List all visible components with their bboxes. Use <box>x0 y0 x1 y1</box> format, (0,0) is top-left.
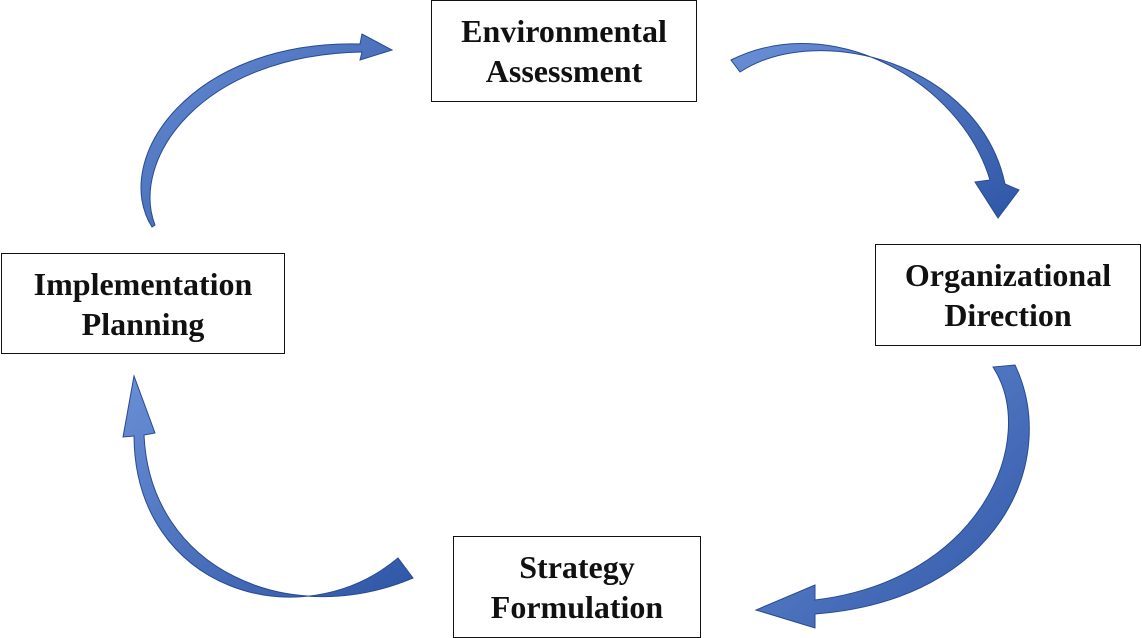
arrow-env-to-org <box>730 43 1020 219</box>
strategy-formulation-box: Strategy Formulation <box>453 536 701 638</box>
implementation-planning-line1: Implementation <box>33 265 253 302</box>
environmental-assessment-line1: Environmental <box>461 13 667 49</box>
organizational-direction-line2: Direction <box>944 297 1072 333</box>
environmental-assessment-line2: Assessment <box>485 53 643 89</box>
implementation-planning-line2: Planning <box>81 305 205 342</box>
organizational-direction-box: Organizational Direction <box>875 244 1141 346</box>
strategy-formulation-line1: Strategy <box>519 549 635 585</box>
implementation-planning-box: Implementation Planning <box>1 253 285 354</box>
organizational-direction-line1: Organizational <box>904 257 1112 293</box>
environmental-assessment-box: Environmental Assessment <box>431 0 697 102</box>
arrow-strat-to-impl <box>122 374 414 598</box>
strategy-formulation-line2: Formulation <box>490 589 664 625</box>
arrow-impl-to-env <box>140 33 394 228</box>
arrow-org-to-strat <box>754 364 1030 629</box>
